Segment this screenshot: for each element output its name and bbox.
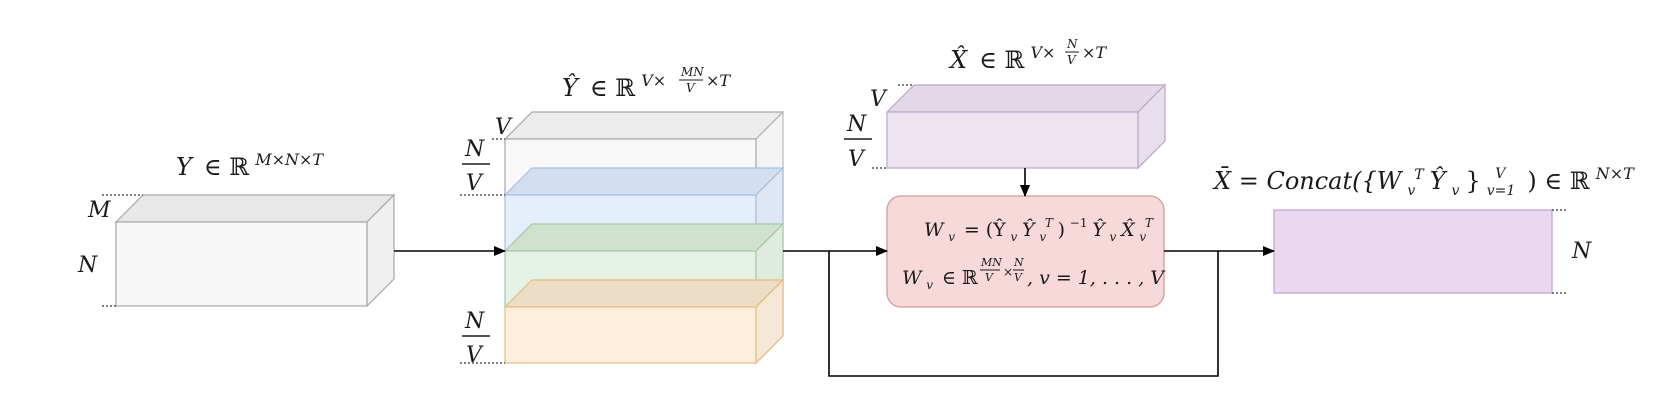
y-cuboid-front bbox=[115, 221, 368, 307]
yhat-eq-sup-tail: ×T bbox=[706, 71, 731, 90]
yhat-stack-top bbox=[503, 111, 785, 140]
w-eq2-sup-den1: V bbox=[985, 271, 994, 284]
yhat-equation: Ŷ ∈ ℝ V× bbox=[562, 71, 666, 102]
xhat-cuboid-front bbox=[886, 111, 1139, 169]
w-eq2-sup-times: × bbox=[1003, 265, 1013, 279]
xhat-tensor-cuboid bbox=[885, 83, 1167, 170]
yhat-stack bbox=[503, 110, 785, 365]
y-cuboid-top bbox=[114, 194, 396, 223]
xhat-eq-sup-num: N bbox=[1066, 37, 1078, 51]
w-eq2-tail: , v = 1, . . . , V bbox=[1027, 267, 1166, 289]
w-equation-line2: W v ∈ ℝ bbox=[902, 267, 978, 294]
bypass-connector bbox=[828, 251, 1219, 377]
yhat-dim-bot-num: N bbox=[464, 309, 485, 334]
yhat-dim-top-num: N bbox=[464, 137, 485, 162]
xhat-dim-v-label: V bbox=[870, 87, 888, 112]
y-dim-n-label: N bbox=[77, 253, 98, 278]
y-dim-m-label: M bbox=[87, 198, 111, 223]
xbar-dim-n-label: N bbox=[1571, 239, 1592, 264]
w-eq2-sup-num2: N bbox=[1013, 256, 1024, 269]
w-equation-line1: W v = (Ŷ v Ŷ v T ) −1 Ŷ v X̂ v T bbox=[924, 211, 1154, 246]
xhat-eq-sup-tail: ×T bbox=[1082, 43, 1107, 62]
w-eq2-sup-den2: V bbox=[1014, 271, 1023, 284]
xbar-output-rect bbox=[1273, 209, 1553, 294]
y-tensor-cuboid bbox=[114, 193, 396, 308]
y-equation: Y ∈ ℝ M×N×T bbox=[176, 150, 324, 181]
yhat-layer-green-top bbox=[503, 223, 785, 252]
yhat-dim-bot-den: V bbox=[466, 343, 484, 368]
yhat-layer-orange bbox=[504, 306, 757, 364]
yhat-dim-v-label: V bbox=[495, 115, 513, 140]
xhat-cuboid-top bbox=[885, 84, 1167, 113]
w-eq2-sup-num1: MN bbox=[980, 256, 1002, 269]
yhat-eq-sup-num: MN bbox=[680, 65, 704, 79]
yhat-eq-sup-den: V bbox=[686, 81, 696, 95]
yhat-dim-top-den: V bbox=[466, 171, 484, 196]
xhat-equation: X̂ ∈ ℝ V× bbox=[948, 43, 1055, 74]
yhat-layer-orange-top bbox=[503, 279, 785, 308]
xhat-dim-den: V bbox=[848, 147, 866, 172]
xhat-dim-num: N bbox=[846, 112, 867, 137]
xbar-equation: X̄ = Concat({W v T Ŷ v } v=1 V ) ∈ ℝ N×T bbox=[1212, 158, 1635, 201]
yhat-layer-blue-top bbox=[503, 167, 785, 196]
yhat-layer-orange-side bbox=[755, 278, 784, 365]
xhat-eq-sup-den: V bbox=[1067, 53, 1077, 67]
